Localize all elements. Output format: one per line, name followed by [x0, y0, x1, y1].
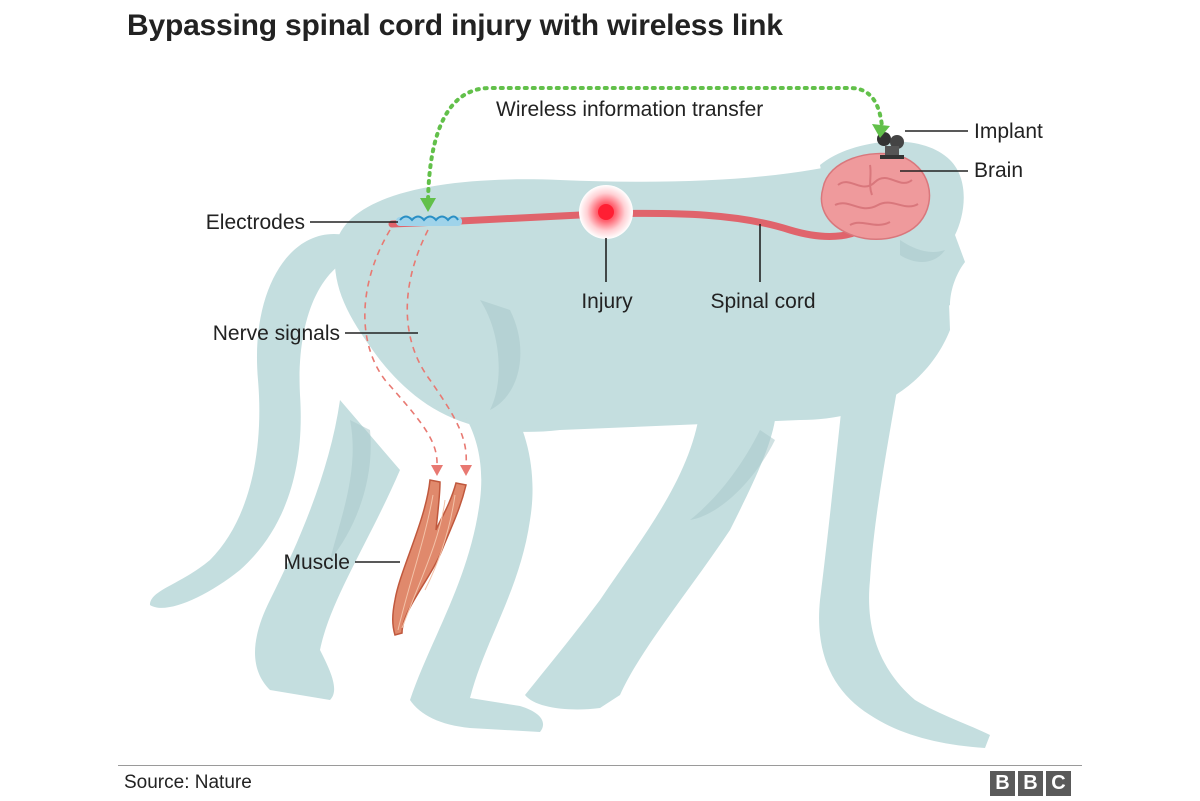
- source-credit: Source: Nature: [124, 772, 252, 793]
- label-nerve-signals: Nerve signals: [213, 322, 340, 345]
- label-brain: Brain: [974, 159, 1023, 182]
- wireless-arrowhead-right: [872, 124, 890, 138]
- label-electrodes: Electrodes: [206, 211, 305, 234]
- label-muscle: Muscle: [283, 551, 350, 574]
- nerve-arrowhead-2: [460, 465, 472, 476]
- electrodes-icon: [396, 215, 462, 226]
- label-injury: Injury: [581, 290, 633, 313]
- injury-marker: [579, 185, 633, 239]
- label-implant: Implant: [974, 120, 1043, 143]
- wireless-link-arrow: [426, 86, 884, 209]
- brain-icon: [820, 152, 931, 241]
- nerve-arrowhead-1: [431, 465, 443, 476]
- bbc-logo-letter: B: [1018, 771, 1043, 796]
- bbc-logo-letter: C: [1046, 771, 1071, 796]
- body-shading: [330, 240, 945, 560]
- nerve-signals: [364, 229, 468, 466]
- diagram-title: Bypassing spinal cord injury with wirele…: [127, 9, 783, 42]
- wireless-arrowhead-left: [420, 198, 436, 212]
- footer-divider: [118, 765, 1082, 766]
- bbc-logo: B B C: [990, 771, 1071, 796]
- label-wireless: Wireless information transfer: [496, 98, 763, 121]
- implant-icon: [877, 132, 904, 159]
- leader-lines: [310, 130, 968, 563]
- label-spinal-cord: Spinal cord: [710, 290, 815, 313]
- muscle-icon: [392, 479, 467, 636]
- bbc-logo-letter: B: [990, 771, 1015, 796]
